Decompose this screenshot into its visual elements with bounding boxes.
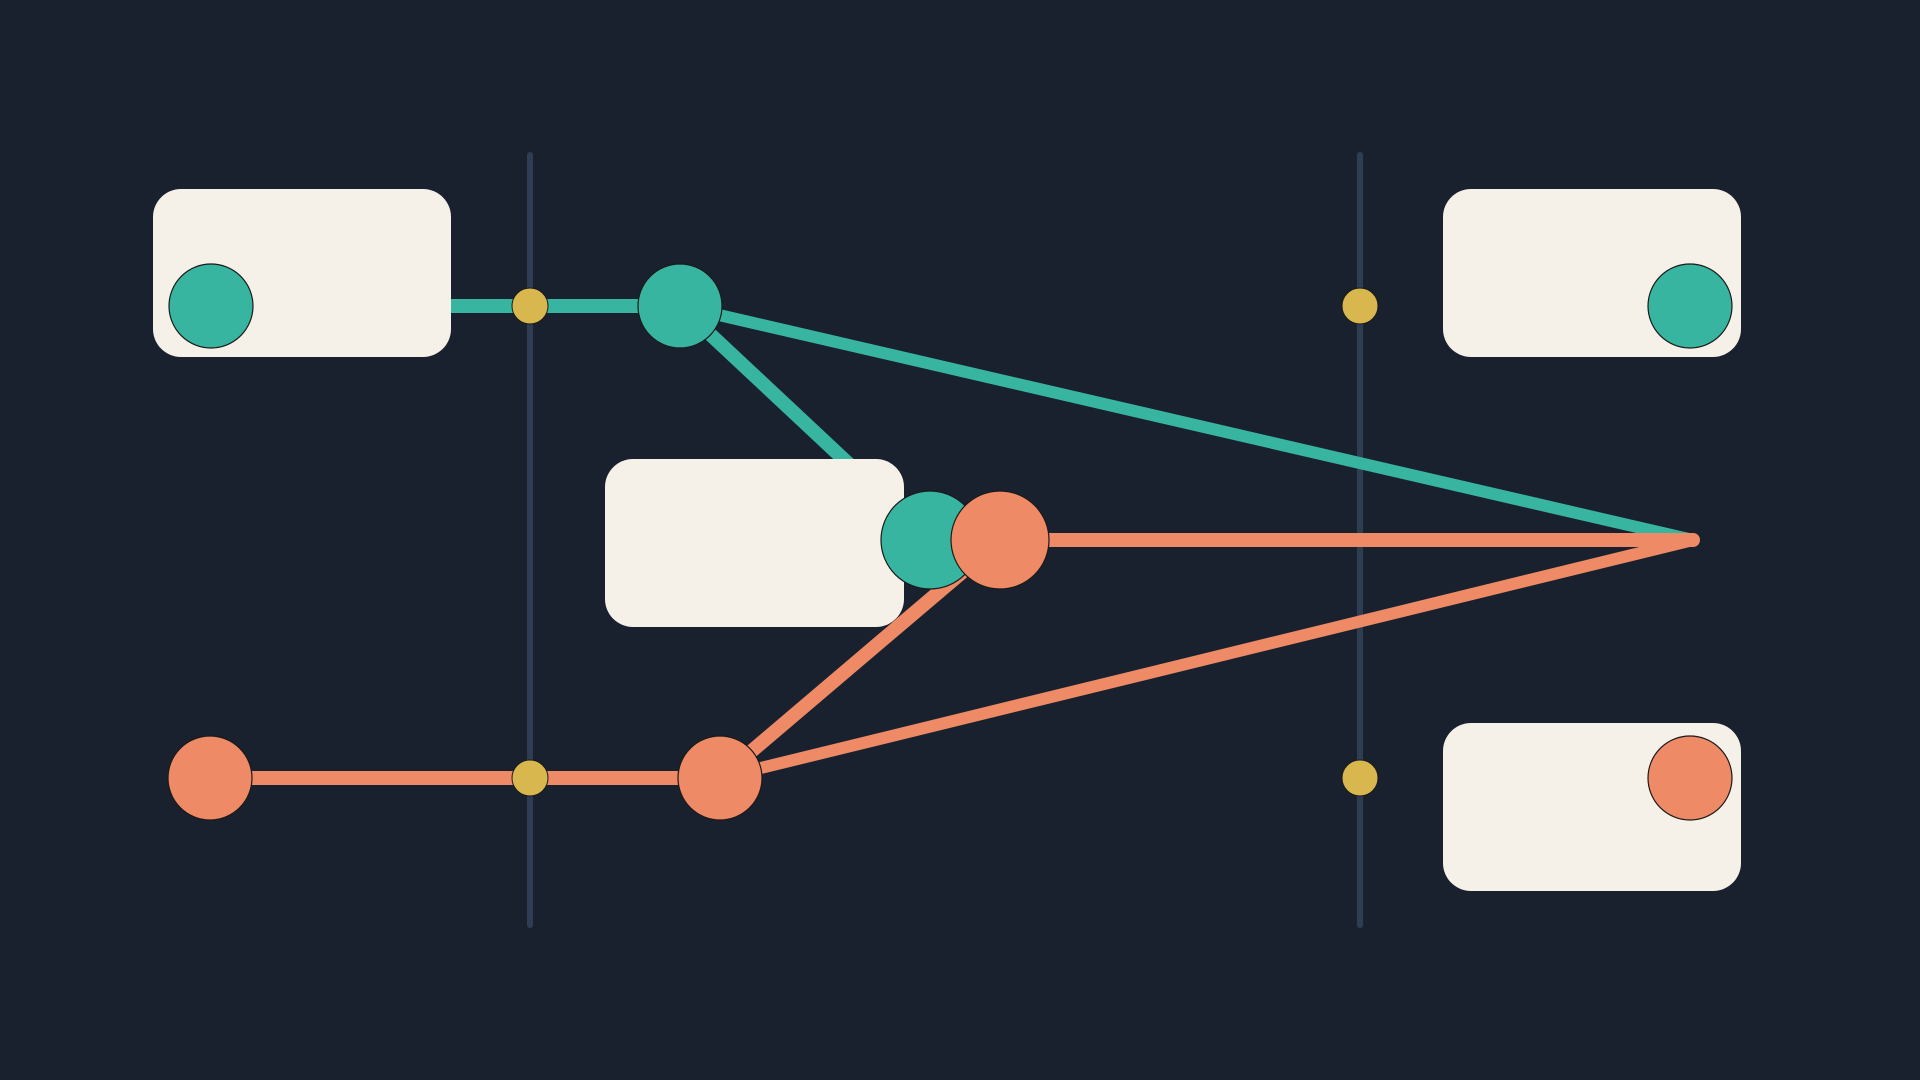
card-center	[605, 459, 904, 627]
coral-node-start	[167, 735, 253, 821]
junction-dot-right-bottom	[1341, 759, 1379, 797]
junction-dot-right-top	[1341, 287, 1379, 325]
coral-node-bottom-right-card	[1647, 735, 1733, 821]
teal-link-node-to-apex	[674, 300, 1699, 546]
junction-dot-left-bottom	[511, 759, 549, 797]
coral-node-bottom	[677, 735, 763, 821]
teal-node-top-left-card	[168, 263, 254, 349]
coral-node-center-card	[950, 490, 1050, 590]
teal-node-top	[637, 263, 723, 349]
coral-link-node-to-apex	[714, 534, 1699, 784]
teal-node-top-right-card	[1647, 263, 1733, 349]
junction-dot-left-top	[511, 287, 549, 325]
